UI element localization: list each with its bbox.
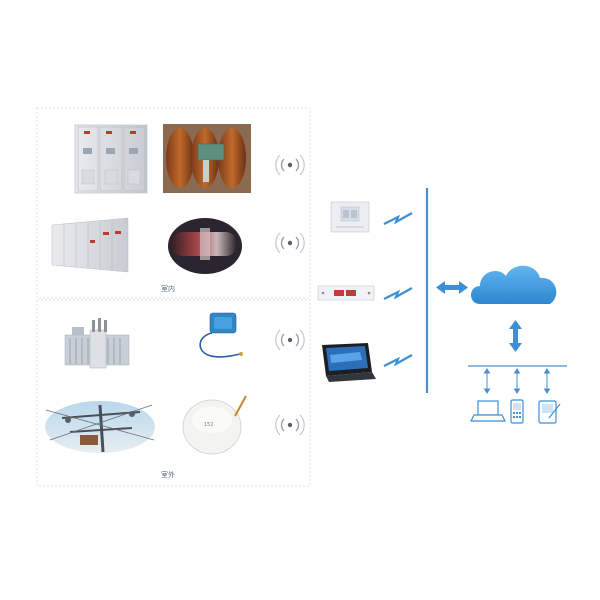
power-transformer-icon (64, 318, 130, 369)
touch-panel-icon (322, 343, 376, 382)
wireless-signal-icon (275, 232, 305, 254)
busbar-joint-icon (168, 218, 242, 274)
lightning-link-icon (382, 211, 414, 226)
double-arrow-icon (509, 320, 522, 352)
laptop-icon (470, 400, 506, 422)
lightning-link-icon (382, 286, 414, 301)
cloud-icon (471, 265, 557, 304)
svg-text:152: 152 (204, 422, 214, 428)
wireless-signal-icon (275, 154, 305, 176)
tablet-icon (538, 400, 561, 424)
temperature-sensor-icon (199, 312, 243, 358)
outdoor-zone-label: 室外 (161, 471, 175, 479)
power-line-pole-icon (45, 401, 155, 453)
indoor-zone (36, 107, 311, 299)
double-arrow-icon (436, 281, 468, 294)
wireless-signal-icon (275, 414, 305, 436)
wireless-signal-icon (275, 329, 305, 351)
rack-display-icon (317, 285, 375, 301)
lightning-link-icon (382, 353, 414, 368)
dome-sensor-icon: 152 (182, 395, 247, 455)
mobile-phone-icon (510, 399, 524, 424)
outdoor-zone (36, 299, 311, 487)
distribution-cabinet-icon (51, 217, 129, 273)
indoor-zone-label: 室内 (161, 285, 175, 293)
current-transformer-icon (163, 124, 251, 193)
switchgear-cabinet-icon (74, 124, 148, 194)
receiver-unit-icon (330, 201, 370, 233)
